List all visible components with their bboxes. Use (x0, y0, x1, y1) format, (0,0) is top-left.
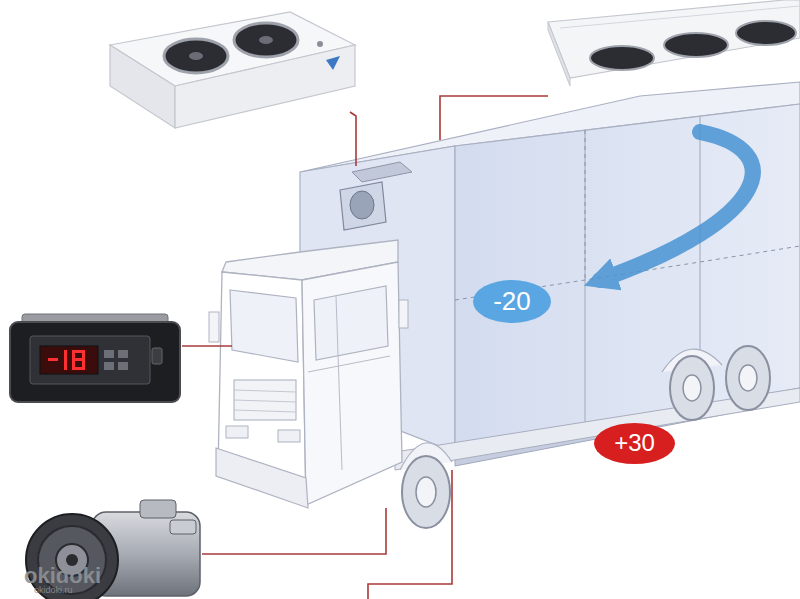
cargo-box (585, 130, 586, 280)
temperature-controller (72, 350, 75, 370)
leader-line (368, 470, 452, 599)
watermark-url: okidoki.ru (34, 586, 73, 596)
cargo-box (584, 130, 585, 428)
compressor (170, 520, 196, 534)
truck-cab (230, 290, 298, 362)
temperature-controller (118, 350, 128, 358)
evaporator-unit (548, 0, 800, 86)
truck-cab (209, 240, 452, 528)
evaporator-unit (664, 33, 728, 57)
condenser-unit (164, 39, 228, 73)
leader-line (182, 96, 548, 599)
front-cooling-unit (352, 162, 412, 182)
compressor (26, 514, 118, 599)
truck-cab (216, 448, 308, 508)
truck-cab (402, 456, 450, 528)
watermark: okidoki (24, 564, 101, 588)
cold-air-arrow (600, 132, 753, 280)
leader-line (202, 508, 386, 554)
node-text: -20 (493, 287, 531, 316)
chassis (395, 346, 800, 470)
temperature-controller (48, 358, 58, 361)
evaporator-unit (590, 46, 654, 70)
truck-cab (399, 300, 408, 328)
temperature-controller (104, 362, 114, 370)
temperature-controller (104, 350, 114, 358)
temperature-controller (10, 322, 180, 402)
front-cooling-unit (340, 182, 386, 230)
truck-cab (226, 426, 248, 438)
chassis (683, 375, 701, 401)
condenser-unit (259, 36, 273, 44)
chassis (726, 346, 770, 410)
leader-line (440, 96, 548, 140)
truck-cab (234, 380, 296, 420)
leader-line (350, 112, 356, 166)
truck-cab (416, 477, 436, 507)
truck-cab (234, 410, 296, 412)
truck-cab (314, 286, 388, 360)
truck-cab (209, 312, 219, 342)
condenser-unit (189, 52, 203, 60)
node-text: +30 (614, 430, 655, 456)
chassis (670, 356, 714, 420)
evaporator-unit (736, 21, 796, 45)
truck-cab (278, 430, 300, 442)
cargo-box (455, 104, 800, 452)
front-cooling-unit (350, 191, 374, 219)
evaporator-unit (548, 22, 570, 86)
temperature-controller (30, 336, 150, 384)
temperature-controller (40, 346, 98, 374)
temperature-controller (10, 314, 180, 402)
temperature-controller (118, 362, 128, 370)
truck-cab (234, 400, 296, 402)
temperature-bubble: +30 (594, 423, 675, 464)
chassis (739, 365, 757, 391)
truck-cab (336, 296, 342, 470)
temperature-bubble: -20 (473, 280, 551, 323)
truck-cab (308, 356, 390, 372)
condenser-unit (234, 23, 298, 57)
compressor (140, 500, 176, 518)
truck-cab (302, 262, 402, 505)
condenser-unit (110, 12, 355, 128)
truck-cab (234, 390, 296, 392)
leader-line (182, 345, 232, 347)
temperature-controller (64, 350, 67, 370)
temperature-controller (82, 350, 85, 370)
condenser-unit (317, 41, 323, 47)
condenser-unit (326, 56, 340, 70)
evaporator-unit (548, 0, 800, 78)
front-cooling-unit (340, 162, 412, 230)
temperature-controller (152, 348, 162, 364)
